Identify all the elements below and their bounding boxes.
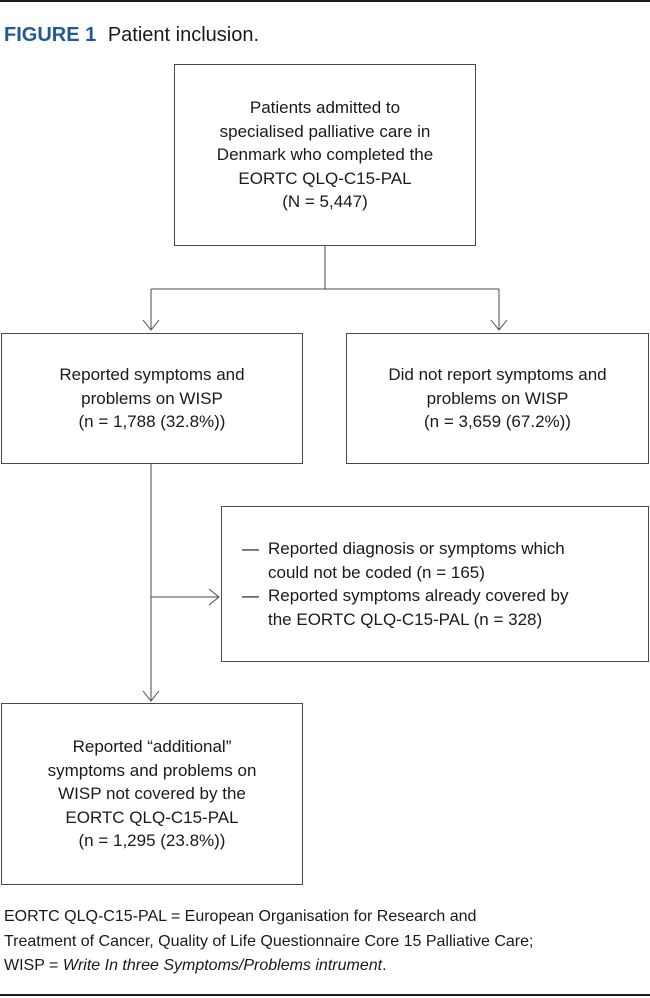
footnote: EORTC QLQ-C15-PAL = European Organisatio… <box>4 905 644 979</box>
figure-title: FIGURE 1 Patient inclusion. <box>4 22 259 48</box>
box-line: problems on WISP <box>426 388 569 408</box>
box-line: (n = 1,295 (23.8%)) <box>78 831 226 851</box>
box-line: problems on WISP <box>81 388 223 408</box>
footnote-line: WISP = Write In three Symptoms/Problems … <box>4 954 644 979</box>
footnote-line: Treatment of Cancer, Quality of Life Que… <box>4 932 534 950</box>
exclusion-line: Reported symptoms already covered by <box>268 586 569 605</box>
footnote-line: EORTC QLQ-C15-PAL = European Organisatio… <box>4 908 477 925</box>
exclusion-line: the EORTC QLQ-C15-PAL (n = 328) <box>268 609 543 629</box>
box-did-not-report: Did not report symptoms and problems on … <box>346 333 649 464</box>
exclusion-line: Reported diagnosis or symptoms which <box>268 539 565 558</box>
box-line: EORTC QLQ-C15-PAL <box>65 807 239 827</box>
box-line: Did not report symptoms and <box>388 365 607 385</box>
box-line: Reported “additional” <box>72 737 232 757</box>
top-rule <box>0 0 650 2</box>
box-exclusions: — Reported diagnosis or symptoms which c… <box>221 506 649 662</box>
box-reported-symptoms: Reported symptoms and problems on WISP (… <box>1 333 303 464</box>
footnote-prefix: WISP = <box>4 957 63 974</box>
exclusion-item: — Reported symptoms already covered by t… <box>242 584 632 631</box>
arrowhead-exclusion-box <box>208 588 220 606</box>
arrowhead-bottom-box <box>142 690 160 702</box>
box-patients-admitted: Patients admitted to specialised palliat… <box>174 64 476 246</box>
box-line: Reported symptoms and <box>59 365 245 385</box>
box-line: WISP not covered by the <box>58 784 246 804</box>
arrowhead-left-box <box>142 319 160 331</box>
box-line: (n = 3,659 (67.2%)) <box>424 412 571 432</box>
box-line: Denmark who completed the <box>216 145 434 165</box>
figure-label: FIGURE 1 <box>4 24 97 46</box>
box-line: (n = 1,788 (32.8%)) <box>78 412 226 432</box>
box-line: Patients admitted to <box>249 98 401 118</box>
footnote-italic: Write In three Symptoms/Problems intrume… <box>62 957 383 974</box>
arrowhead-right-box <box>490 319 508 331</box>
box-line: symptoms and problems on <box>47 760 257 780</box>
box-additional-symptoms: Reported “additional” symptoms and probl… <box>1 703 303 885</box>
exclusion-line: could not be coded (n = 165) <box>268 562 485 582</box>
footnote-suffix: . <box>382 957 387 974</box>
box-line: EORTC QLQ-C15-PAL <box>238 168 412 188</box>
dash-bullet: — <box>242 586 259 605</box>
figure-caption: Patient inclusion. <box>107 24 260 46</box>
exclusion-item: — Reported diagnosis or symptoms which c… <box>242 537 632 584</box>
box-line: specialised palliative care in <box>219 121 431 141</box>
bottom-rule <box>0 994 650 996</box>
dash-bullet: — <box>242 539 259 558</box>
box-line: (N = 5,447) <box>282 192 368 212</box>
